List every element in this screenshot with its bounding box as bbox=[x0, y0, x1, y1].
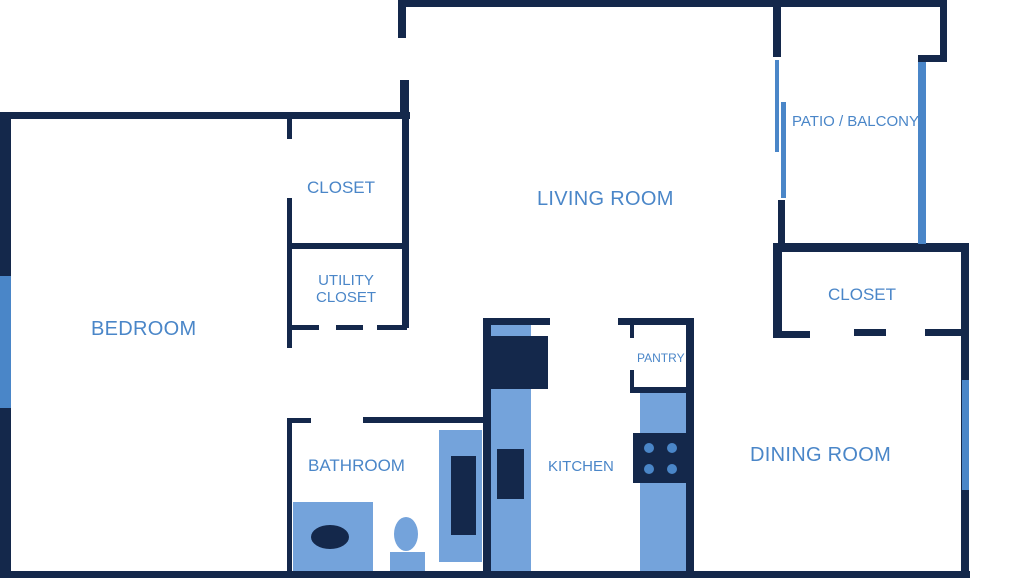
wall-dining-closet-bottom bbox=[773, 331, 810, 338]
stove-burner bbox=[644, 464, 654, 474]
wall-patio-left-bottom bbox=[778, 200, 785, 248]
room-label-closet-dining: CLOSET bbox=[828, 285, 897, 304]
wall-bathroom-top-left bbox=[287, 418, 311, 423]
wall-pantry-left-bottom bbox=[630, 370, 634, 392]
refrigerator bbox=[487, 336, 548, 389]
room-label-living-room: LIVING ROOM bbox=[537, 188, 674, 210]
wall-bathroom-left bbox=[287, 418, 292, 578]
room-label-bathroom: BATHROOM bbox=[308, 456, 405, 475]
wall-patio-right-top bbox=[940, 0, 947, 62]
wall-closet-left-top bbox=[287, 119, 292, 139]
wall-living-stub bbox=[400, 80, 409, 116]
wall-kitchen-left-top bbox=[483, 318, 550, 325]
wall-bedroom-top bbox=[0, 112, 410, 119]
utility-door-dash bbox=[377, 325, 407, 330]
wall-pantry-top bbox=[618, 318, 694, 325]
kitchen-sink bbox=[497, 449, 524, 499]
room-label-closet-bedroom: CLOSET bbox=[307, 178, 376, 197]
utility-door-dash bbox=[336, 325, 363, 330]
wall-dining-closet-left bbox=[773, 243, 782, 338]
toilet-tank bbox=[390, 552, 425, 571]
wall-pantry-left-top bbox=[630, 318, 634, 338]
wall-closet-right bbox=[402, 112, 409, 328]
wall-kitchen-left bbox=[483, 318, 491, 578]
room-label-pantry: PANTRY bbox=[637, 351, 685, 365]
utility-closet-line1: UTILITY bbox=[318, 272, 374, 289]
fixtures bbox=[293, 325, 687, 571]
window-dining bbox=[962, 380, 969, 490]
stove-burner bbox=[667, 464, 677, 474]
wall-living-top bbox=[398, 0, 946, 7]
windows bbox=[0, 60, 969, 490]
wall-closet-left bbox=[287, 198, 292, 348]
bathtub-drain bbox=[311, 525, 349, 549]
wall-dining-closet-top bbox=[773, 243, 969, 252]
room-label-dining-room: DINING ROOM bbox=[750, 444, 892, 466]
utility-closet-line2: CLOSET bbox=[316, 289, 377, 307]
wall-patio-right-step bbox=[918, 55, 947, 62]
wall-closet-divider bbox=[287, 243, 407, 249]
wall-living-top-left bbox=[398, 0, 406, 38]
stove-burner bbox=[644, 443, 654, 453]
walls bbox=[0, 0, 970, 578]
room-label-utility-closet: UTILITY CLOSET bbox=[316, 272, 376, 307]
window-patio-left-2 bbox=[781, 102, 786, 198]
wall-bathroom-top-right bbox=[363, 417, 488, 423]
stove-burner bbox=[667, 443, 677, 453]
closet-door-dash bbox=[925, 329, 961, 336]
vanity-sink bbox=[451, 456, 476, 535]
room-label-kitchen: KITCHEN bbox=[548, 458, 614, 475]
room-label-bedroom: BEDROOM bbox=[91, 318, 197, 340]
room-label-patio: PATIO / BALCONY bbox=[792, 113, 919, 130]
stove bbox=[633, 433, 687, 483]
toilet-bowl bbox=[394, 517, 418, 551]
wall-patio-left-top bbox=[773, 0, 781, 57]
window-patio-left-1 bbox=[775, 60, 779, 152]
window-patio-right bbox=[918, 62, 926, 244]
window-bedroom bbox=[0, 276, 11, 408]
wall-kitchen-right bbox=[686, 318, 694, 578]
closet-door-dash bbox=[854, 329, 886, 336]
wall-pantry-bottom bbox=[630, 387, 694, 393]
utility-door-dash bbox=[292, 325, 319, 330]
